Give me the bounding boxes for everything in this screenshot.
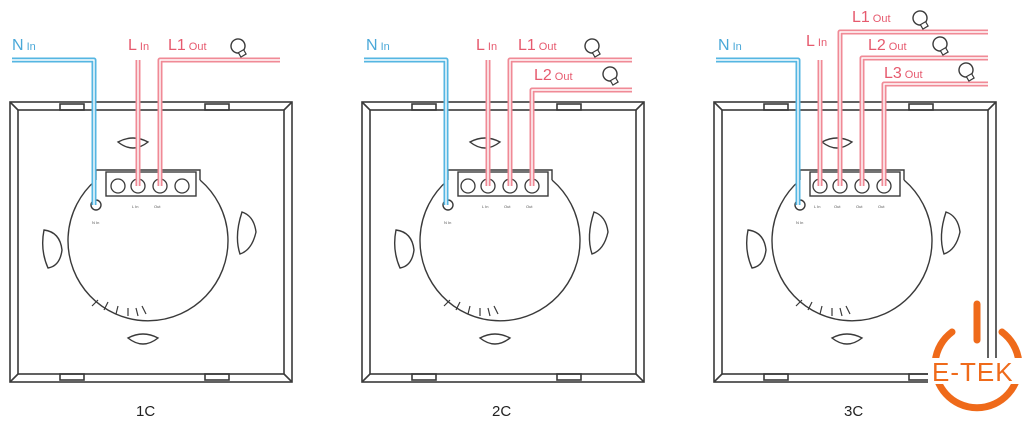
output-wire-l1 <box>837 29 988 186</box>
terminal-label: Out <box>504 204 511 209</box>
terminal-labels: N In L In Out <box>92 204 161 225</box>
terminal-block <box>110 178 190 194</box>
output-wire-l2 <box>529 87 632 186</box>
lamp-icon <box>602 66 619 86</box>
neutral-wire <box>364 57 449 205</box>
neutral-terminal-label: N In <box>796 220 803 225</box>
terminal-label: Out <box>878 204 885 209</box>
lamp-icon <box>958 62 975 82</box>
output-wire-l2 <box>859 55 988 186</box>
terminal-label: Out <box>526 204 533 209</box>
diagram-caption: 3C <box>844 403 863 420</box>
wiring-diagram-3c: N In L In Out Out Out <box>713 9 997 420</box>
diagram-caption: 1C <box>136 403 155 420</box>
neutral-wire <box>12 57 97 205</box>
lamp-icon <box>932 36 949 56</box>
switch-frame <box>361 101 645 383</box>
terminal-block <box>460 178 540 194</box>
terminal-label: Out <box>154 204 161 209</box>
terminal-label: L In <box>132 204 139 209</box>
terminal-label: L In <box>482 204 489 209</box>
neutral-terminal-label: N In <box>444 220 451 225</box>
logo-text: E-TEK <box>932 357 1014 387</box>
diagram-caption: 2C <box>492 403 511 420</box>
neutral-wire <box>716 57 801 205</box>
terminal-block <box>812 178 892 194</box>
mounting-plate <box>745 137 961 345</box>
output-wire-l1 <box>157 57 280 186</box>
brand-logo: E-TEK <box>928 300 1024 412</box>
lamp-icon <box>912 10 929 30</box>
lamp-icon <box>230 38 247 58</box>
terminal-label: Out <box>856 204 863 209</box>
terminal-label: L In <box>814 204 821 209</box>
terminal-labels: N In L In Out Out Out <box>796 204 885 225</box>
power-plug-logo-icon <box>931 300 1023 412</box>
neutral-terminal-label: N In <box>92 220 99 225</box>
logo-text-backdrop <box>928 358 1024 384</box>
lamp-icon <box>584 38 601 58</box>
terminal-label: Out <box>834 204 841 209</box>
switch-frame <box>713 101 997 383</box>
terminal-labels: N In L In Out Out <box>444 204 533 225</box>
output-wire-l3 <box>881 81 988 186</box>
mounting-plate <box>393 137 609 345</box>
mounting-plate <box>41 137 257 345</box>
output-wire-l1 <box>507 57 632 186</box>
switch-frame <box>9 101 293 383</box>
